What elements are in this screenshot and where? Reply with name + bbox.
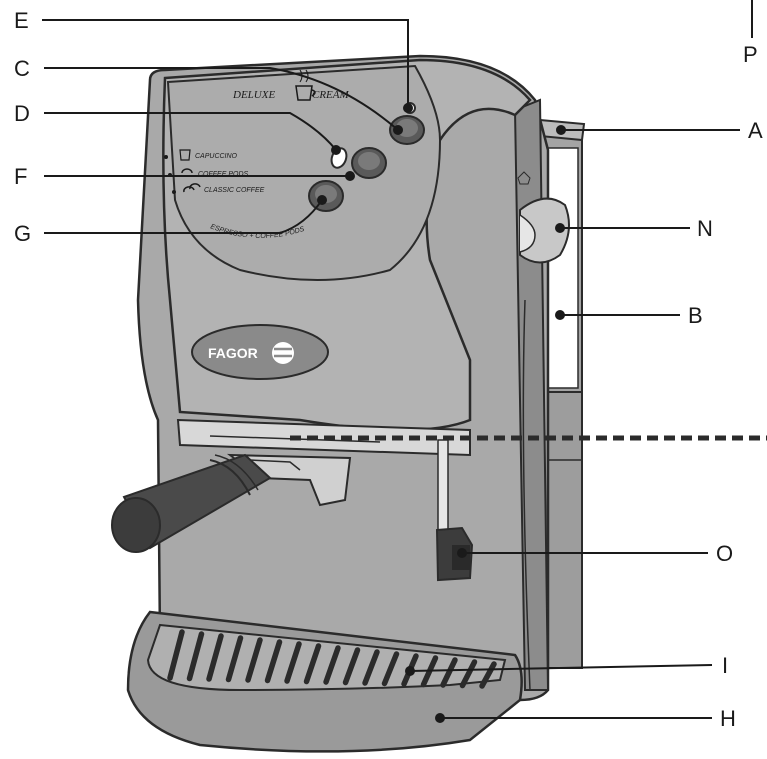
mode-classic-coffee-label: CLASSIC COFFEE	[204, 187, 265, 194]
drip-slot	[206, 633, 224, 682]
filter-holder[interactable]	[111, 453, 352, 553]
drip-slot	[362, 649, 380, 686]
callout-e: E	[14, 8, 29, 33]
fagor-logo-icon	[272, 342, 294, 364]
classic-coffee-icon	[183, 183, 201, 193]
callout-h: H	[720, 706, 736, 731]
callout-dots	[317, 103, 566, 723]
drip-slot	[245, 637, 263, 683]
callout-b: B	[688, 303, 703, 328]
callout-lines	[42, 0, 753, 719]
callout-d: D	[14, 101, 30, 126]
drip-slot	[186, 631, 205, 682]
callout-i: I	[722, 653, 728, 678]
mode-capuccino-label: CAPUCCINO	[195, 153, 238, 160]
drip-slot	[225, 635, 244, 683]
drip-slot	[440, 657, 458, 688]
model-name-cream: CREAM	[312, 89, 349, 101]
drip-slot	[381, 651, 400, 687]
filter-handle-end	[111, 497, 161, 553]
drip-slot	[479, 661, 497, 689]
drip-slot	[342, 647, 361, 686]
drip-slot	[323, 645, 341, 685]
drip-slot	[303, 643, 322, 685]
drip-slot	[284, 641, 302, 684]
callout-c: C	[14, 56, 30, 81]
drip-slot	[167, 629, 185, 681]
callout-p: P	[743, 42, 758, 67]
model-name-deluxe: DELUXE	[232, 89, 275, 101]
drip-slot	[459, 659, 478, 689]
steam-knob[interactable]	[519, 197, 570, 264]
callout-g: G	[14, 221, 31, 246]
hand-symbol-icon	[517, 171, 531, 185]
fagor-logo-text: FAGOR	[208, 345, 258, 361]
drip-slot	[264, 639, 283, 684]
callout-o: O	[716, 541, 733, 566]
mode-coffee-pods-label: COFFEE PODS	[198, 171, 249, 178]
cup-logo-icon	[295, 85, 316, 101]
callout-f: F	[14, 164, 27, 189]
callout-a: A	[748, 118, 763, 143]
control-panel	[166, 64, 442, 281]
coffee-pod-icon	[181, 168, 193, 174]
drip-tray-slots	[167, 629, 497, 689]
fagor-logo-badge	[191, 324, 329, 380]
callout-n: N	[697, 216, 713, 241]
capuccino-cup-icon	[179, 149, 191, 161]
